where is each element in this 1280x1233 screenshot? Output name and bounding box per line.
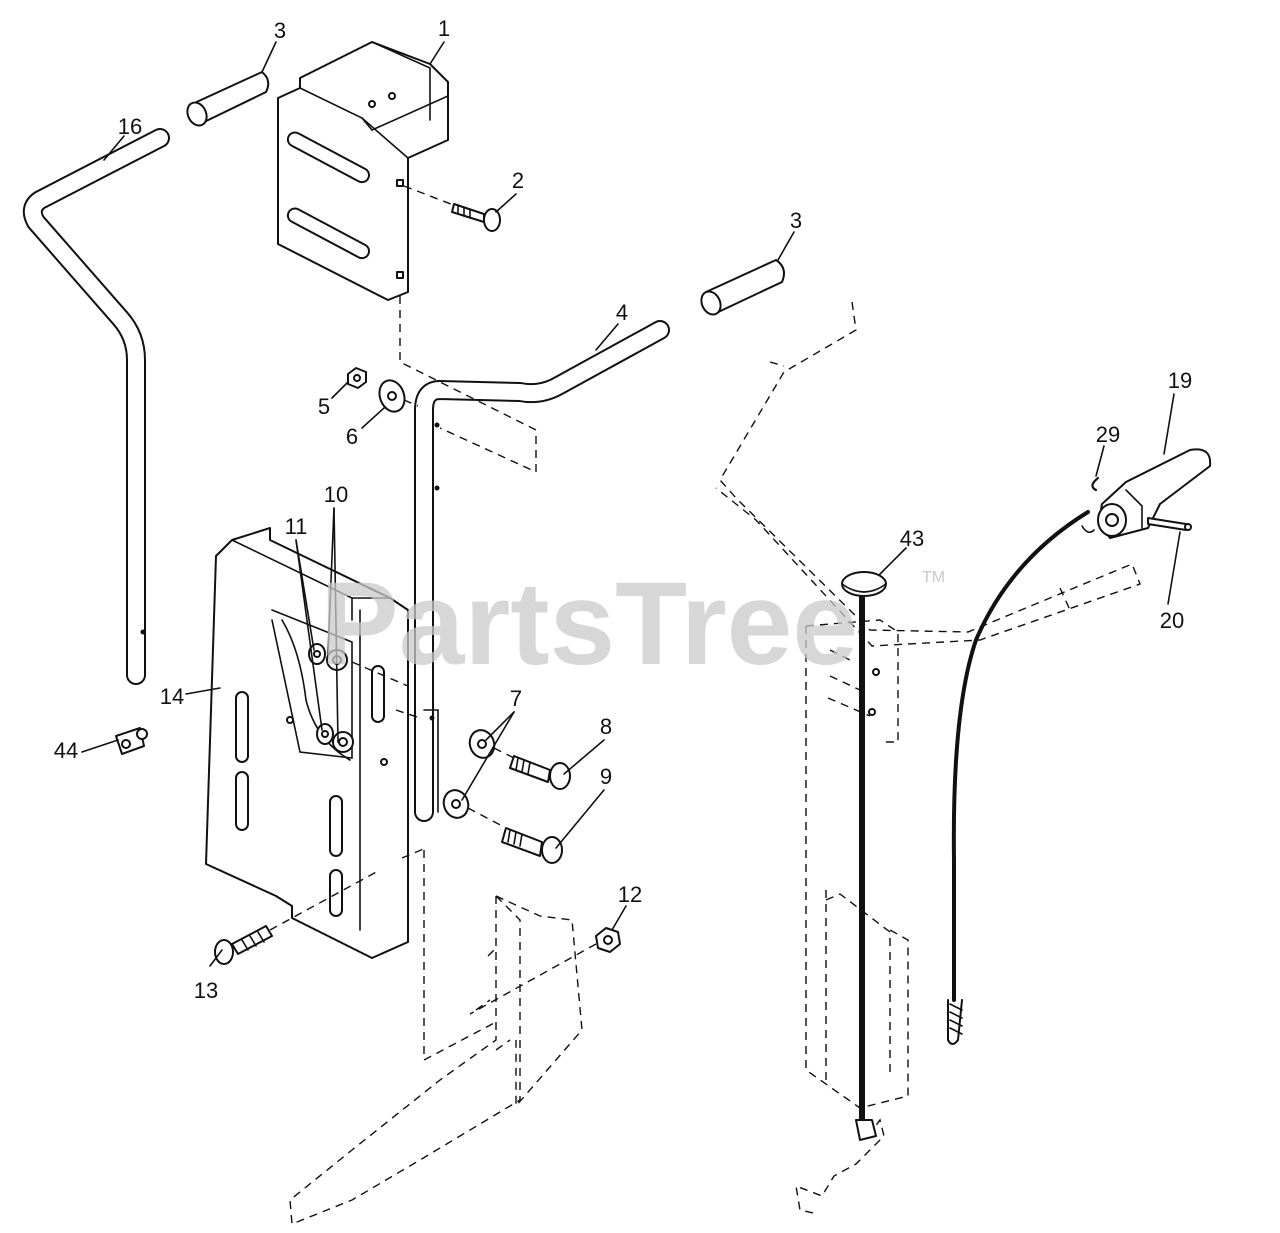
callout-6: 6 xyxy=(346,424,358,449)
callout-3-left: 3 xyxy=(274,18,286,43)
callout-3-right: 3 xyxy=(790,208,802,233)
callout-16: 16 xyxy=(118,114,142,139)
watermark: PartsTree TM xyxy=(320,558,945,690)
shoulder-bolt-9 xyxy=(501,827,563,864)
callout-29: 29 xyxy=(1096,422,1120,447)
lock-nut-5 xyxy=(347,367,367,389)
watermark-text: PartsTree xyxy=(320,558,858,690)
callout-43: 43 xyxy=(900,526,924,551)
carriage-bolt-13 xyxy=(214,869,381,965)
flat-washer-6 xyxy=(378,379,419,413)
callout-20: 20 xyxy=(1160,608,1184,633)
control-console xyxy=(277,41,449,301)
handle-grip-right xyxy=(700,259,785,316)
callout-7: 7 xyxy=(510,686,522,711)
callout-2: 2 xyxy=(512,168,524,193)
shift-rod xyxy=(841,571,887,1141)
carriage-bolt-console xyxy=(403,185,501,232)
callout-4: 4 xyxy=(616,300,628,325)
callout-10: 10 xyxy=(324,482,348,507)
leader-lines xyxy=(81,41,1181,967)
callout-1: 1 xyxy=(438,16,450,41)
handle-bar-right xyxy=(399,296,670,822)
callout-14: 14 xyxy=(160,684,184,709)
callout-11: 11 xyxy=(285,514,308,539)
mounting-plate xyxy=(205,527,427,959)
callout-5: 5 xyxy=(318,394,330,419)
handle-grip-top-left xyxy=(186,71,270,127)
callout-12: 12 xyxy=(618,882,642,907)
frame-outline-lower xyxy=(289,850,583,1226)
control-cable xyxy=(947,510,1095,1045)
hex-nut-12 xyxy=(469,927,621,1015)
e-ring-29 xyxy=(1091,476,1100,492)
callout-8: 8 xyxy=(600,714,612,739)
handle-bar-left xyxy=(22,128,170,685)
callout-13: 13 xyxy=(194,978,218,1003)
shoulder-bolt-8 xyxy=(509,755,571,790)
frame-outline-right xyxy=(715,301,1141,1215)
control-lever xyxy=(1097,448,1212,539)
flat-washers-7 xyxy=(442,729,515,829)
trademark-symbol: TM xyxy=(922,569,945,586)
callout-19: 19 xyxy=(1168,368,1192,393)
callout-labels: 1 2 3 3 4 5 6 7 8 9 10 11 12 13 14 16 19… xyxy=(54,16,1192,1003)
callout-9: 9 xyxy=(600,764,612,789)
callout-44: 44 xyxy=(54,738,78,763)
cable-clip xyxy=(115,727,148,755)
